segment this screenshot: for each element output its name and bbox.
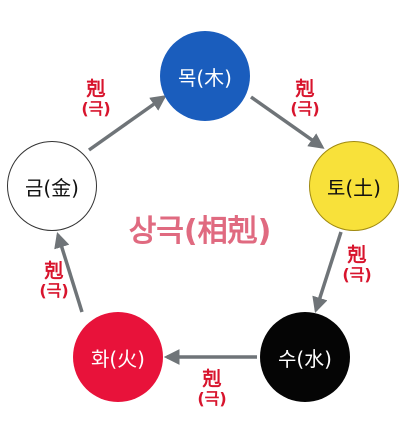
relation-hanja: 剋 (44, 260, 64, 282)
relation-label-metal-wood: 剋 (극) (66, 78, 126, 119)
node-fire: 화(火) (73, 312, 163, 402)
arrow-metal-to-wood (87, 95, 167, 152)
relation-reading: (극) (290, 99, 320, 118)
relation-reading: (극) (197, 389, 227, 408)
relation-hanja: 剋 (86, 78, 106, 100)
relation-label-water-fire: 剋 (극) (182, 368, 242, 409)
node-metal: 금(金) (7, 141, 97, 231)
relation-hanja: 剋 (295, 78, 315, 100)
relation-label-fire-metal: 剋 (극) (24, 260, 84, 301)
node-wood: 목(木) (160, 31, 250, 121)
arrow-wood-to-earth (249, 95, 325, 149)
relation-reading: (극) (81, 99, 111, 118)
relation-reading: (극) (342, 265, 372, 284)
node-earth: 토(土) (309, 141, 399, 231)
arrow-earth-to-water (312, 231, 343, 313)
arrow-fire-to-metal (54, 231, 84, 313)
node-water: 수(水) (260, 312, 350, 402)
relation-reading: (극) (39, 281, 69, 300)
relation-hanja: 剋 (202, 368, 222, 390)
center-title: 상극(相剋) (128, 214, 272, 249)
relation-label-earth-water: 剋 (극) (327, 244, 387, 285)
relation-label-wood-earth: 剋 (극) (275, 78, 335, 119)
relation-hanja: 剋 (347, 244, 367, 266)
